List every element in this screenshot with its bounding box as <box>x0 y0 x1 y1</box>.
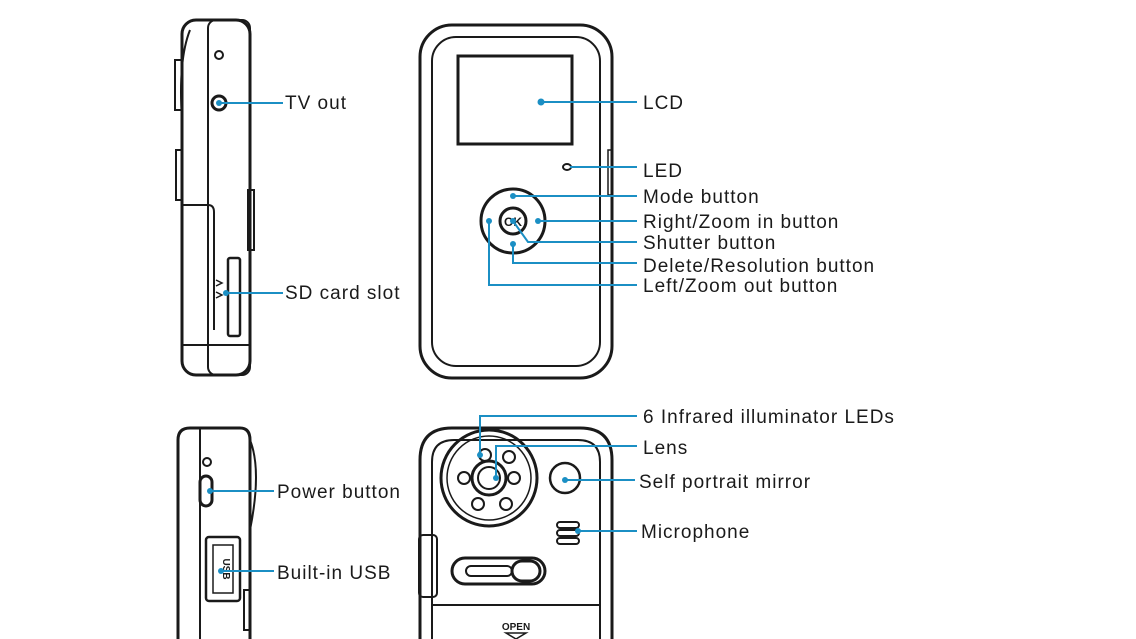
usb-connector <box>204 535 242 603</box>
label-infrared-leds: 6 Infrared illuminator LEDs <box>643 407 895 428</box>
led-indicator <box>562 163 572 171</box>
label-left-zoom-out: Left/Zoom out button <box>643 276 838 297</box>
label-power-button: Power button <box>277 482 401 503</box>
label-shutter: Shutter button <box>643 233 776 254</box>
sd-card-slot <box>226 256 242 338</box>
side-view-top <box>174 18 255 377</box>
open-latch-label: OPEN <box>502 622 530 633</box>
label-microphone: Microphone <box>641 522 750 543</box>
front-view: OPEN <box>418 426 614 639</box>
leader-lines <box>207 98 637 574</box>
label-led: LED <box>643 161 683 182</box>
label-lcd: LCD <box>643 93 684 114</box>
label-delete-resolution: Delete/Resolution button <box>643 256 875 277</box>
lens <box>470 459 508 497</box>
label-tv-out: TV out <box>285 93 347 114</box>
label-built-in-usb: Built-in USB <box>277 563 391 584</box>
label-lens: Lens <box>643 438 688 459</box>
label-right-zoom-in: Right/Zoom in button <box>643 212 839 233</box>
back-view: OK <box>418 23 614 380</box>
label-mode-button: Mode button <box>643 187 760 208</box>
label-sd-card-slot: SD card slot <box>285 283 400 304</box>
self-portrait-mirror <box>548 461 582 495</box>
lcd-screen <box>456 54 574 146</box>
lens-cover-slider <box>450 556 547 586</box>
lens-housing <box>439 428 539 528</box>
microphone-grille <box>556 521 580 545</box>
ok-button <box>498 206 528 236</box>
infrared-led-ring <box>457 448 521 511</box>
usb-port-label: USB <box>220 558 231 579</box>
label-self-portrait-mirror: Self portrait mirror <box>639 472 811 493</box>
side-view-bottom: USB <box>176 426 257 639</box>
callout-labels: TV out SD card slot LCD LED Mode button … <box>277 93 895 584</box>
